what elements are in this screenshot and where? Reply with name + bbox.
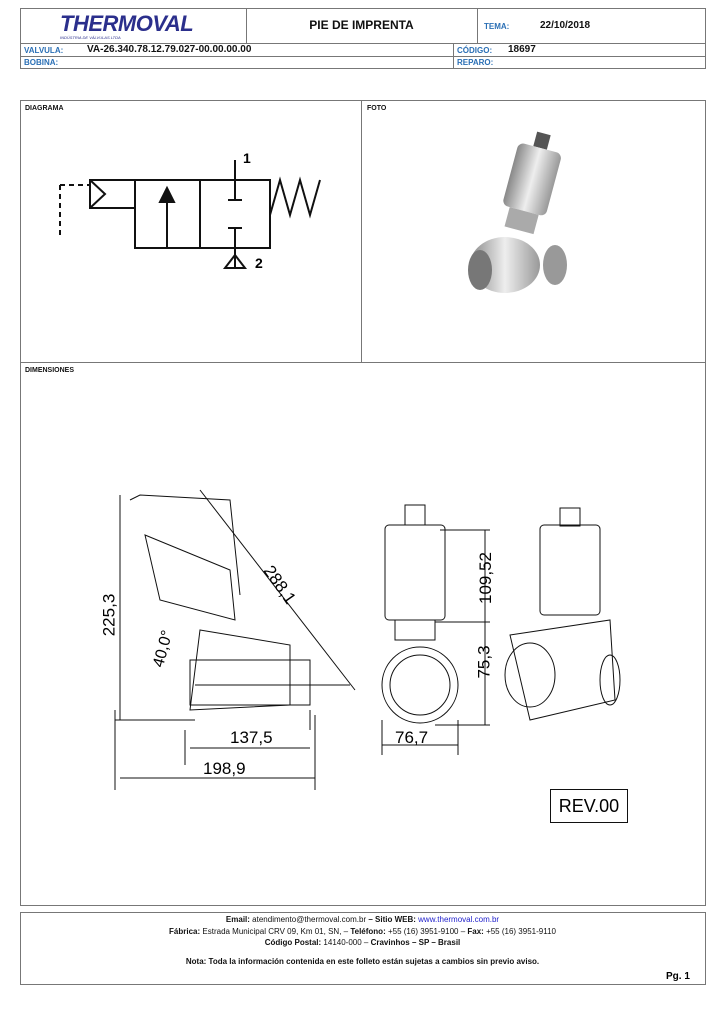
codigo-label: CÓDIGO: [457,46,493,55]
divider [20,362,706,363]
city: Cravinhos – SP – Brasil [370,938,461,947]
dimensiones-heading: DIMENSIONES [25,367,75,374]
foto-heading: FOTO [367,105,387,112]
page-title: PIE DE IMPRENTA [309,18,414,32]
dim-225-3: 225,3 [99,593,119,637]
fax-value: +55 (16) 3951-9110 [486,927,556,936]
footer-address-line: Fábrica: Estrada Municipal CRV 09, Km 01… [20,927,705,936]
email-link[interactable]: atendimento@thermoval.com.br [252,915,367,924]
divider [361,100,362,362]
footer-note: Nota: Toda la información contenida en e… [185,957,540,966]
bobina-label: BOBINA: [24,58,59,67]
side-view [114,489,356,790]
fabrica-address: Estrada Municipal CRV 09, Km 01, SN, – [202,927,349,936]
reparo-label: REPARO: [457,58,494,67]
diagrama-heading: DIAGRAMA [25,105,64,112]
port-2-label: 2 [255,255,263,271]
valve-symbol-diagram [59,160,321,269]
dim-76-7: 76,7 [395,728,429,747]
email-label: Email: [225,915,250,924]
valve-photo [468,131,567,293]
port-1-label: 1 [243,150,251,166]
tel-label: Teléfono: [350,927,386,936]
tema-label: TEMA: [484,22,510,31]
cp-value: 14140-000 – [323,938,369,947]
tel-value: +55 (16) 3951-9100 – [387,927,466,936]
revision-label: REV.00 [550,789,628,823]
dim-198-9: 198,9 [203,759,246,778]
divider [453,43,454,69]
dim-109-52: 109,52 [476,552,495,604]
divider [20,43,706,44]
codigo-value: 18697 [508,44,536,55]
dim-75-3: 75,3 [474,645,494,679]
divider [477,8,478,43]
front-view [381,504,490,755]
web-link[interactable]: www.thermoval.com.br [418,915,500,924]
dim-137-5: 137,5 [230,728,273,747]
iso-view [504,507,621,721]
footer-postal-line: Código Postal: 14140-000 – Cravinhos – S… [20,938,705,947]
logo-subtitle: INDÚSTRIA DE VÁLVULAS LTDA [60,35,121,40]
footer [20,912,706,985]
divider [246,8,247,43]
fabrica-label: Fábrica: [169,927,201,936]
cp-label: Código Postal: [264,938,322,947]
divider [20,56,706,57]
valvula-label: VALVULA: [24,46,64,55]
header-table [20,8,706,69]
web-label: – Sitio WEB: [368,915,416,924]
fax-label: Fax: [467,927,484,936]
logo: THERMOVAL [60,11,194,36]
page-number: Pg. 1 [666,971,690,982]
dimension-drawing [114,489,621,790]
footer-contact-line: Email: atendimento@thermoval.com.br – Si… [20,915,705,924]
content-frame [20,100,706,906]
valvula-value: VA-26.340.78.12.79.027-00.00.00.00 [87,44,252,55]
tema-value: 22/10/2018 [540,20,591,31]
